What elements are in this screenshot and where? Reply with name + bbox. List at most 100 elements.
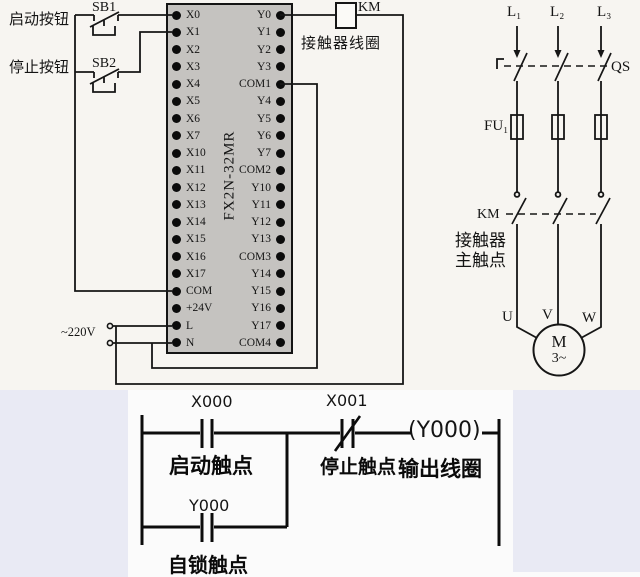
- terminal-label: Y7: [256, 147, 271, 159]
- terminal-dot: [276, 79, 285, 89]
- terminal-label: X11: [186, 164, 206, 177]
- terminal-dot: [172, 234, 181, 244]
- terminal-label: COM3: [239, 250, 271, 263]
- motor-phase-label: 3~: [551, 351, 567, 366]
- ladder-output-coil: (Y000): [408, 418, 481, 443]
- terminal-dot: [172, 269, 181, 279]
- terminal-label: COM: [186, 285, 213, 297]
- terminal-label: Y10: [251, 181, 271, 194]
- terminal-dot: [276, 96, 285, 106]
- terminal-label: X1: [186, 26, 201, 39]
- terminal-dot: [172, 62, 181, 72]
- motor-terminal-u: U: [502, 309, 513, 325]
- terminal-dot: [172, 45, 181, 54]
- motor-terminal-w: W: [582, 310, 597, 326]
- terminal-label: X6: [186, 112, 201, 125]
- ladder-left-margin: [0, 390, 128, 577]
- terminal-dot: [276, 217, 285, 227]
- terminal-dot: [172, 338, 181, 348]
- terminal-label: X16: [186, 250, 206, 263]
- terminal-label: L: [186, 319, 194, 332]
- terminal-label: X15: [186, 233, 206, 246]
- terminal-dot: [172, 10, 181, 20]
- stop-contact-label: 停止触点: [320, 457, 397, 478]
- phase-l1-label: L₁: [507, 4, 522, 20]
- terminal-dot: [172, 27, 181, 37]
- terminal-label: Y11: [251, 198, 271, 211]
- terminal-label: Y4: [256, 95, 271, 108]
- terminal-dot: [172, 286, 181, 296]
- terminal-label: Y5: [256, 112, 271, 125]
- terminal-dot: [276, 338, 285, 348]
- terminal-dot: [276, 321, 285, 330]
- terminal-row: Y14: [213, 268, 285, 280]
- terminal-label: Y16: [251, 302, 271, 315]
- terminal-dot: [172, 131, 181, 141]
- terminal-label: X10: [186, 147, 206, 159]
- terminal-label: X5: [186, 95, 201, 108]
- terminal-label: Y15: [251, 285, 271, 297]
- start-button-label: 启动按钮: [9, 12, 70, 28]
- terminal-dot: [276, 269, 285, 279]
- terminal-dot: [172, 148, 181, 158]
- terminal-dot: [276, 183, 285, 192]
- terminal-dot: [172, 114, 181, 123]
- ladder-right-margin: [513, 390, 640, 572]
- terminal-label: COM2: [239, 164, 271, 177]
- km-contact-name: 接触器: [455, 231, 506, 250]
- km-coil-id: KM: [358, 0, 381, 15]
- terminal-dot: [172, 252, 181, 261]
- terminal-dot: [172, 165, 181, 175]
- terminal-dot: [276, 165, 285, 175]
- terminal-label: X4: [186, 78, 201, 90]
- stop-button-label: 停止按钮: [9, 60, 70, 76]
- start-button-id: SB1: [92, 0, 117, 15]
- terminal-row: COM3: [213, 251, 285, 263]
- km-contact-type: 主触点: [455, 251, 506, 270]
- motor-id-label: M: [551, 332, 567, 351]
- terminal-label: Y6: [256, 129, 271, 142]
- terminal-dot: [276, 10, 285, 20]
- terminal-dot: [172, 200, 181, 210]
- terminal-label: Y13: [251, 233, 271, 246]
- terminal-label: Y14: [251, 267, 271, 280]
- terminal-row: Y16: [213, 302, 285, 314]
- terminal-dot: [172, 79, 181, 89]
- output-coil-label: 输出线圈: [398, 458, 482, 481]
- ladder-x000-address: X000: [191, 392, 233, 411]
- terminal-label: X2: [186, 43, 201, 56]
- terminal-dot: [172, 96, 181, 106]
- qs-switch-label: QS: [611, 59, 631, 75]
- terminal-dot: [276, 114, 285, 123]
- terminal-row: Y3: [213, 61, 285, 73]
- terminal-label: N: [186, 336, 195, 349]
- terminal-row: Y17: [213, 320, 285, 332]
- terminal-label: Y1: [256, 26, 271, 39]
- terminal-dot: [172, 321, 181, 330]
- terminal-label: COM4: [239, 336, 271, 349]
- terminal-label: Y0: [256, 9, 271, 21]
- supply-voltage-label: ~220V: [61, 325, 96, 339]
- terminal-label: X14: [186, 216, 206, 228]
- terminal-dot: [276, 62, 285, 72]
- terminal-label: X13: [186, 198, 206, 211]
- terminal-dot: [172, 217, 181, 227]
- terminal-row: Y15: [213, 285, 285, 297]
- terminal-dot: [276, 131, 285, 141]
- ladder-y000-address: Y000: [189, 496, 230, 515]
- terminal-dot: [276, 200, 285, 210]
- phase-l2-label: L₂: [550, 4, 565, 20]
- terminal-dot: [276, 27, 285, 37]
- terminal-row: Y2: [213, 44, 285, 56]
- terminal-row: Y4: [213, 95, 285, 107]
- plc-model-label: FX2N-32MR: [221, 130, 238, 221]
- terminal-label: X0: [186, 9, 201, 21]
- terminal-row: COM1: [213, 78, 285, 90]
- terminal-dot: [276, 234, 285, 244]
- terminal-label: Y17: [251, 319, 271, 332]
- terminal-dot: [276, 252, 285, 261]
- terminal-label: COM1: [239, 78, 271, 90]
- terminal-label: Y2: [256, 43, 271, 56]
- motor-terminal-v: V: [542, 307, 553, 323]
- fuse-label: FU₁: [484, 118, 509, 134]
